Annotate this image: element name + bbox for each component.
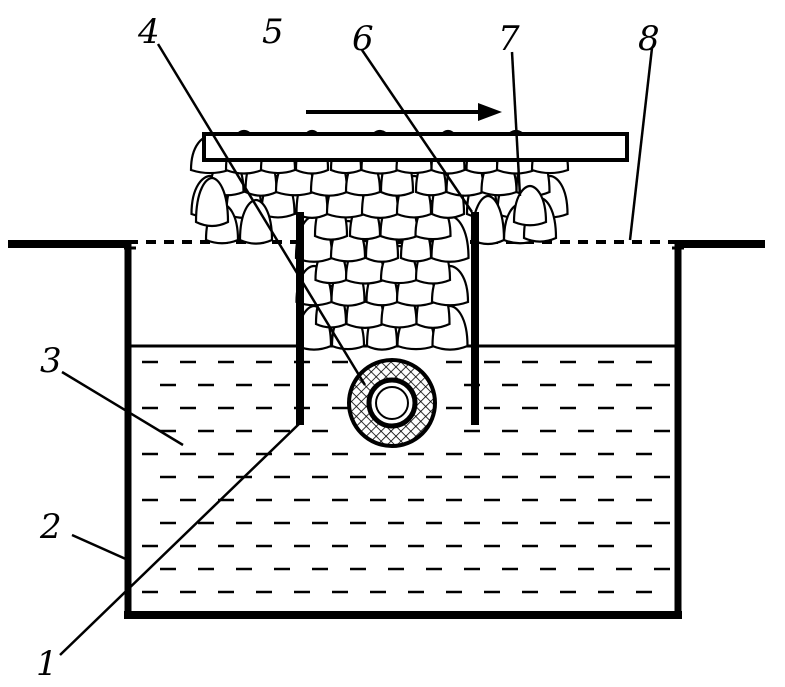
foam-bubbles: [189, 129, 570, 351]
label-4: 4: [137, 12, 160, 52]
aerator-tube: [347, 358, 437, 448]
liquid-bath: [142, 360, 670, 594]
foam-bubble: [194, 176, 230, 228]
arrow-right-icon: [306, 103, 502, 121]
tank-wall: [124, 244, 684, 619]
label-1: 1: [36, 644, 58, 684]
partition-plates: [296, 212, 479, 425]
label-3: 3: [40, 341, 62, 381]
part-labels: 1 2 3 4 5 6 7 8: [36, 12, 660, 684]
foam-bubble: [238, 198, 274, 245]
conveyor-plate: [202, 132, 629, 162]
label-6: 6: [352, 19, 374, 59]
label-5: 5: [262, 12, 284, 52]
foam-bubble: [470, 194, 506, 246]
leader-lines: [59, 43, 654, 656]
label-7: 7: [498, 19, 520, 59]
label-8: 8: [638, 19, 660, 59]
label-2: 2: [39, 507, 62, 547]
